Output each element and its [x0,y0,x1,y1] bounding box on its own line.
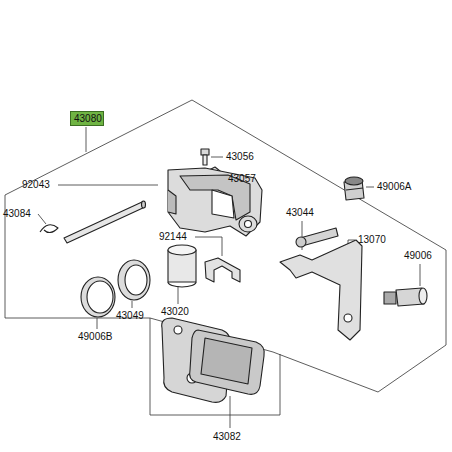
slide-pin [64,201,146,243]
part-number: 43080 [74,113,100,125]
callout-number: 92043 [22,179,50,191]
brake-pads [162,318,265,402]
caliper-bracket [280,228,362,340]
dust-seal [81,277,115,317]
callout-number: 49006 [404,250,432,262]
callout-number: 43020 [161,306,189,318]
pad-frame [150,318,280,415]
caliper-body [168,168,262,236]
piston-seal [118,260,150,300]
callout-number: 43057 [228,173,256,185]
assembly-frame [5,100,446,392]
bleeder-screw [201,149,209,165]
piston [168,245,196,287]
callout-number: 49006B [78,331,112,343]
leader-lines [38,157,420,428]
callout-number: 92144 [159,231,187,243]
callout-number: 43082 [213,431,241,443]
callout-number: 43044 [286,207,314,219]
callout-number: 43084 [3,208,31,220]
pin-boot [344,177,364,200]
part-number-highlight: 43080 [70,111,104,126]
pad-spring [205,258,240,282]
slide-bolt [384,288,427,306]
callout-number: 43056 [226,151,254,163]
callout-number: 13070 [358,234,386,246]
pin-clip [40,225,58,233]
callout-number: 43049 [116,310,144,322]
leader-line [86,127,87,152]
callout-number: 49006A [377,181,411,193]
